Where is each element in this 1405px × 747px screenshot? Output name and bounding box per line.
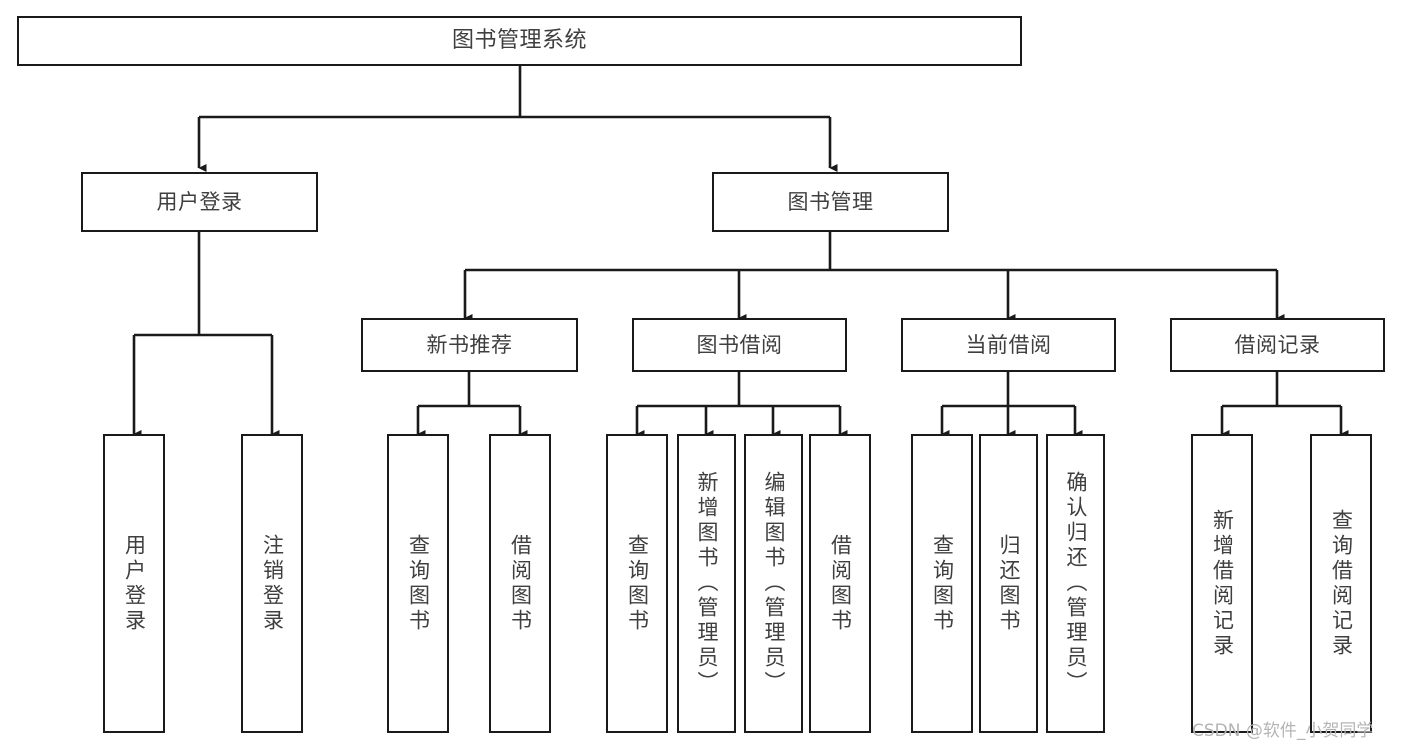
node-label: 借阅图书 <box>508 533 533 634</box>
leaf-confirm-return-admin[interactable]: 确认归还（管理员） <box>1046 434 1105 733</box>
leaf-logout[interactable]: 注销登录 <box>241 434 303 733</box>
node-label: 查询图书 <box>625 533 650 634</box>
node-label: 用户登录 <box>156 189 243 214</box>
node-book-borrow[interactable]: 图书借阅 <box>632 318 847 372</box>
leaf-borrow-book-recommend[interactable]: 借阅图书 <box>489 434 551 733</box>
leaf-query-borrow-record[interactable]: 查询借阅记录 <box>1310 434 1372 733</box>
leaf-query-book-borrow[interactable]: 查询图书 <box>606 434 668 733</box>
node-label: 归还图书 <box>997 533 1021 634</box>
node-label: 图书借阅 <box>696 332 783 357</box>
leaf-user-login[interactable]: 用户登录 <box>103 434 165 733</box>
leaf-add-book-admin[interactable]: 新增图书（管理员） <box>677 434 736 733</box>
node-label: 借阅图书 <box>828 533 853 634</box>
leaf-query-book-current[interactable]: 查询图书 <box>911 434 973 733</box>
node-label: 编辑图书（管理员） <box>762 471 786 696</box>
node-current-borrow[interactable]: 当前借阅 <box>901 318 1116 372</box>
leaf-return-book[interactable]: 归还图书 <box>979 434 1038 733</box>
node-label: 借阅记录 <box>1234 332 1321 357</box>
node-label: 当前借阅 <box>965 332 1052 357</box>
leaf-query-book-recommend[interactable]: 查询图书 <box>387 434 449 733</box>
csdn-watermark: CSDN @软件_小贺同学 <box>1192 721 1374 741</box>
node-label: 用户登录 <box>122 533 147 634</box>
node-user-login[interactable]: 用户登录 <box>81 172 318 232</box>
node-label: 查询图书 <box>406 533 431 634</box>
node-label: 查询借阅记录 <box>1329 508 1354 659</box>
node-root-book-management-system[interactable]: 图书管理系统 <box>17 16 1022 66</box>
node-label: 图书管理系统 <box>451 28 587 54</box>
node-book-management[interactable]: 图书管理 <box>712 172 949 232</box>
leaf-add-borrow-record[interactable]: 新增借阅记录 <box>1191 434 1253 733</box>
node-label: 注销登录 <box>260 533 285 634</box>
node-label: 确认归还（管理员） <box>1064 471 1088 696</box>
node-label: 新书推荐 <box>426 332 513 357</box>
node-label: 图书管理 <box>787 189 874 214</box>
node-new-book-recommend[interactable]: 新书推荐 <box>361 318 578 372</box>
node-borrow-record[interactable]: 借阅记录 <box>1170 318 1385 372</box>
leaf-borrow-book[interactable]: 借阅图书 <box>809 434 871 733</box>
node-label: 新增借阅记录 <box>1210 508 1235 659</box>
leaf-edit-book-admin[interactable]: 编辑图书（管理员） <box>744 434 803 733</box>
node-label: 新增图书（管理员） <box>695 471 719 696</box>
node-label: 查询图书 <box>930 533 955 634</box>
